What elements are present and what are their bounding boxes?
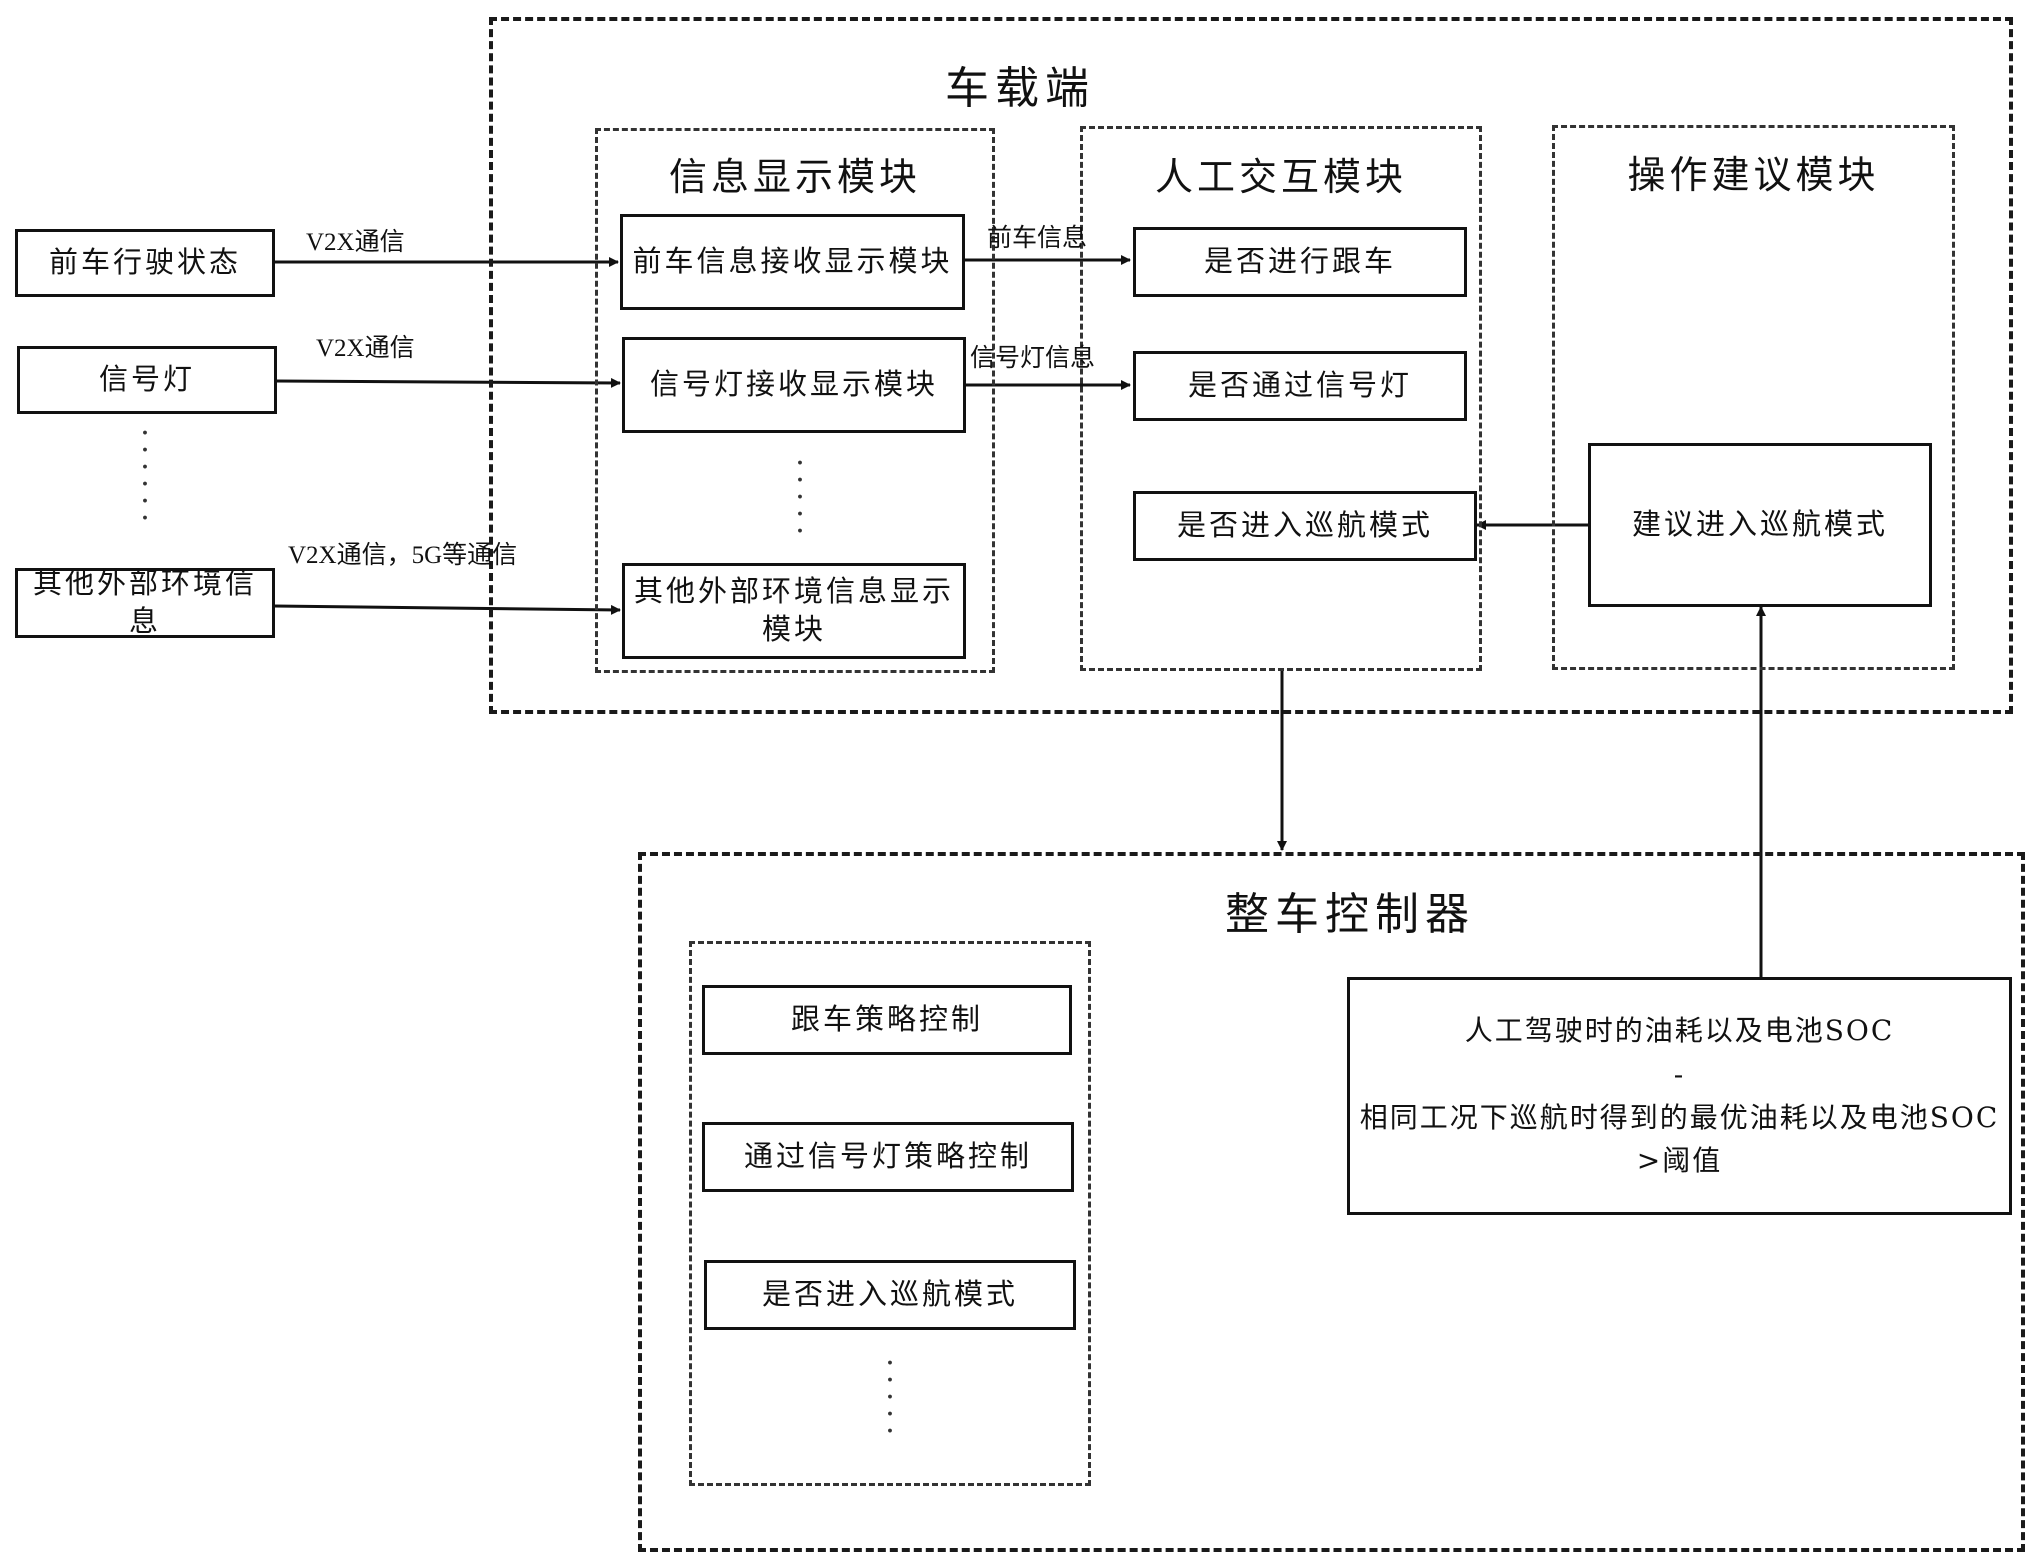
ellipsis-dots: ····· <box>780 455 820 540</box>
info-display-title: 信息显示模块 <box>615 146 975 201</box>
condition-minus: - <box>1674 1053 1685 1096</box>
signal-light-box: 信号灯 <box>17 346 277 414</box>
vehicle-terminal-title: 车载端 <box>900 52 1140 116</box>
enter-cruise-box: 是否进入巡航模式 <box>1133 491 1477 561</box>
follow-car-box: 是否进行跟车 <box>1133 227 1467 297</box>
follow-strategy-box: 跟车策略控制 <box>702 985 1072 1055</box>
link-label-v2x-2: V2X通信 <box>316 328 415 364</box>
link-label-v2x-1: V2X通信 <box>306 222 405 258</box>
condition-line-2: 相同工况下巡航时得到的最优油耗以及电池SOC <box>1360 1096 2000 1139</box>
cruise-strategy-box: 是否进入巡航模式 <box>704 1260 1076 1330</box>
front-vehicle-display-box: 前车信息接收显示模块 <box>620 214 965 310</box>
signal-display-box: 信号灯接收显示模块 <box>622 337 966 433</box>
human-interaction-title: 人工交互模块 <box>1100 146 1462 201</box>
pass-signal-box: 是否通过信号灯 <box>1133 351 1467 421</box>
suggest-cruise-box: 建议进入巡航模式 <box>1588 443 1932 607</box>
cruise-condition-box: 人工驾驶时的油耗以及电池SOC - 相同工况下巡航时得到的最优油耗以及电池SOC… <box>1347 977 2012 1215</box>
condition-line-1: 人工驾驶时的油耗以及电池SOC <box>1465 1009 1895 1052</box>
condition-threshold: >阈值 <box>1637 1139 1722 1182</box>
link-label-front-info: 前车信息 <box>987 218 1087 254</box>
other-env-display-box: 其他外部环境信息显示模块 <box>622 563 966 659</box>
operation-advice-title: 操作建议模块 <box>1572 144 1935 199</box>
signal-strategy-box: 通过信号灯策略控制 <box>702 1122 1074 1192</box>
link-label-signal-info: 信号灯信息 <box>970 338 1095 374</box>
front-vehicle-state-box: 前车行驶状态 <box>15 229 275 297</box>
link-label-v2x-5g: V2X通信，5G等通信 <box>288 535 517 571</box>
ellipsis-dots: ····· <box>870 1355 910 1440</box>
vcu-title: 整车控制器 <box>1200 878 1500 942</box>
other-env-info-box: 其他外部环境信息 <box>15 568 275 638</box>
ellipsis-dots: ······ <box>125 425 165 527</box>
